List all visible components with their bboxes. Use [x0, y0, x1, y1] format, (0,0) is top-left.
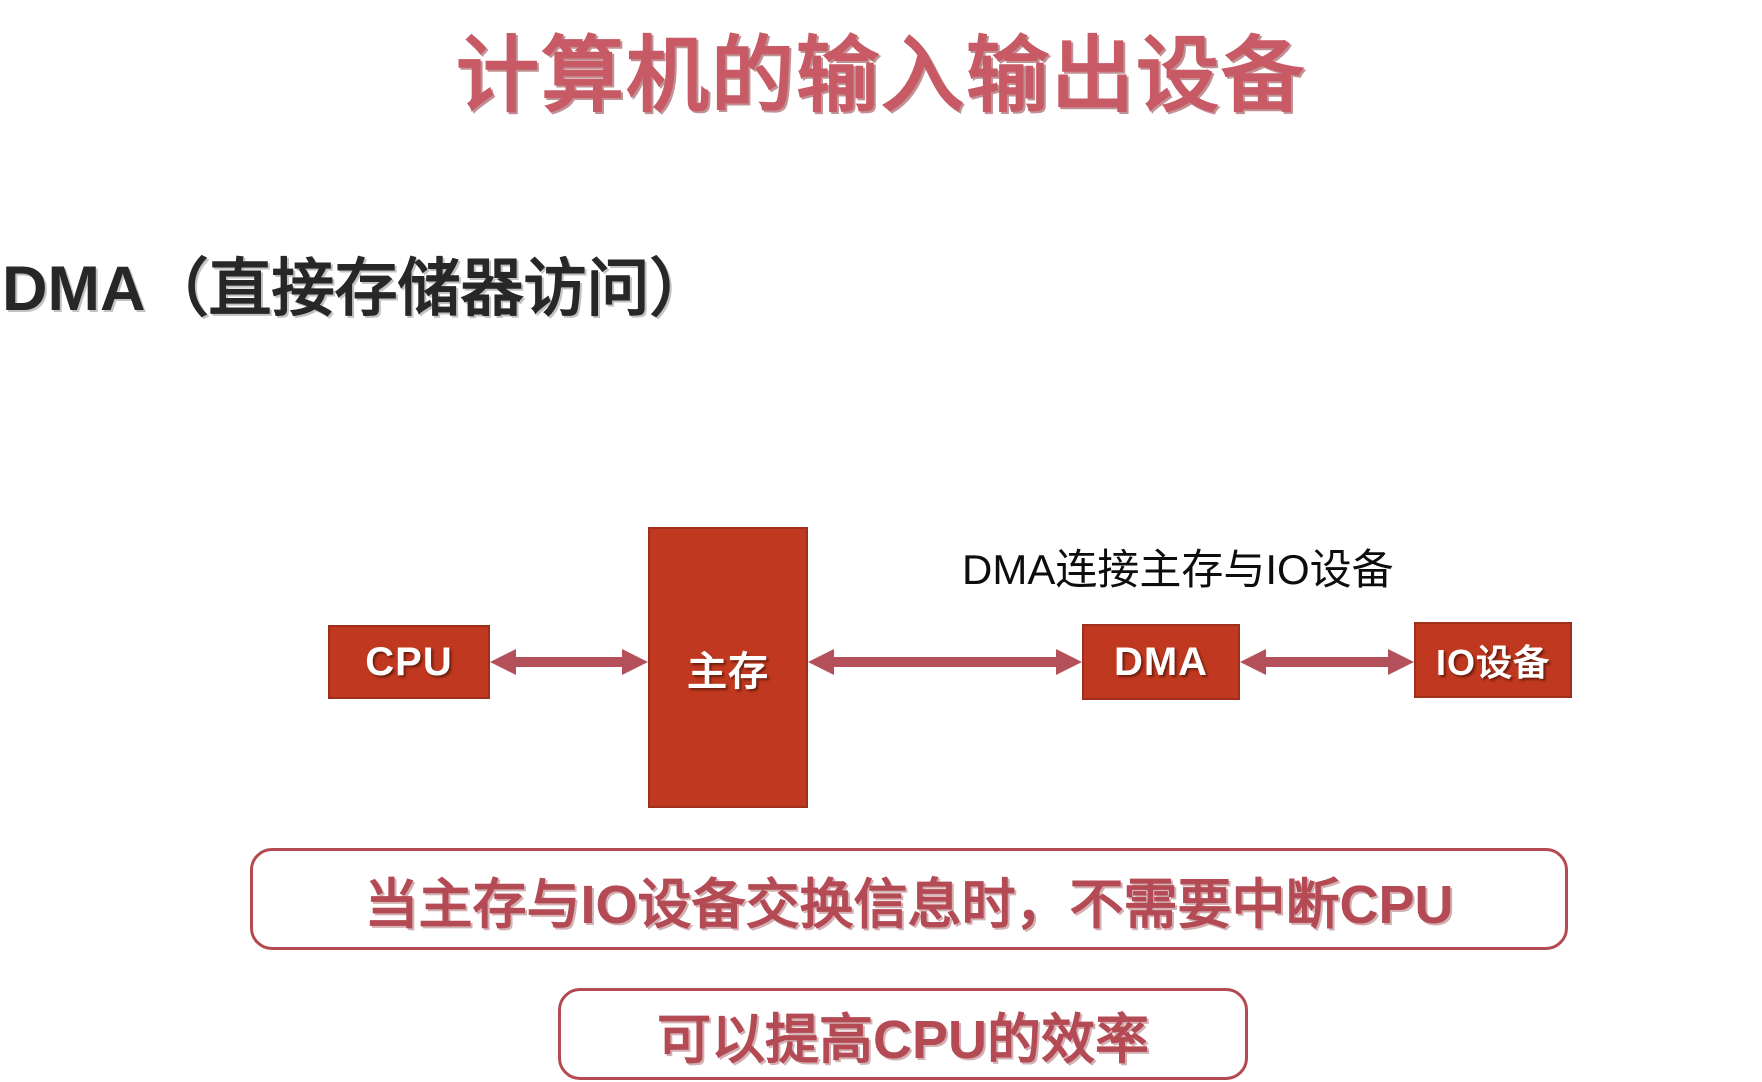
double-arrow-icon-main-dma [808, 645, 1082, 679]
page-title: 计算机的输入输出设备 [456, 29, 1306, 122]
diagram-node-main-memory: 主存 [648, 527, 808, 808]
diagram-node-dma: DMA [1082, 624, 1240, 700]
diagram-caption: DMA连接主存与IO设备 [962, 546, 1394, 593]
section-heading: DMA（直接存储器访问） [2, 254, 713, 324]
callout-box-2: 可以提高CPU的效率 [558, 988, 1248, 1080]
double-arrow-icon-dma-io [1240, 645, 1414, 679]
callout-box-1: 当主存与IO设备交换信息时，不需要中断CPU [250, 848, 1568, 950]
diagram-node-cpu: CPU [328, 625, 490, 699]
diagram-node-io-device: IO设备 [1414, 622, 1572, 698]
double-arrow-icon-cpu-main [490, 645, 648, 679]
